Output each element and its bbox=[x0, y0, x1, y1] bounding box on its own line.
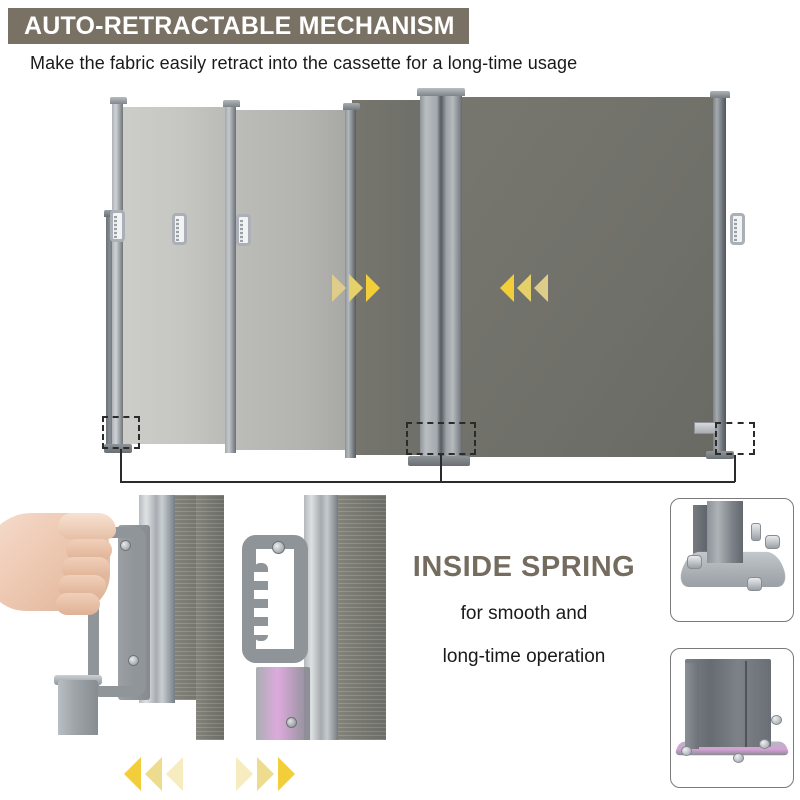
chevron-right-icon bbox=[332, 274, 346, 302]
page-title: AUTO-RETRACTABLE MECHANISM bbox=[24, 12, 455, 40]
grip-notches bbox=[254, 563, 268, 641]
inside-spring-text-block: INSIDE SPRING for smooth and long-time o… bbox=[396, 553, 652, 668]
screw-icon bbox=[128, 655, 139, 666]
pull-handle-icon bbox=[236, 214, 251, 246]
finger bbox=[58, 575, 106, 597]
post-first bbox=[112, 102, 123, 448]
post-second-cap bbox=[223, 100, 240, 107]
pull-handle-icon bbox=[730, 213, 745, 245]
chevron-left-icon bbox=[124, 757, 141, 791]
detail-base-plate bbox=[670, 498, 794, 622]
callout-connector-horizontal bbox=[120, 481, 735, 483]
callout-connector-right bbox=[734, 455, 736, 482]
bottom-details-section: INSIDE SPRING for smooth and long-time o… bbox=[0, 495, 800, 800]
pull-handle-icon bbox=[110, 210, 125, 242]
right-end-post-cap bbox=[710, 91, 730, 98]
bolt-icon bbox=[747, 577, 762, 591]
chevron-right-icon bbox=[236, 757, 253, 791]
bolt-icon bbox=[771, 715, 782, 725]
centre-double-cassette-post bbox=[420, 94, 462, 460]
fabric-texture-strip bbox=[336, 495, 386, 740]
post-third-cap bbox=[343, 103, 360, 110]
bolt-icon bbox=[759, 739, 770, 749]
bolt-icon bbox=[681, 746, 692, 756]
bolt-icon bbox=[751, 523, 761, 541]
screw-icon bbox=[120, 540, 131, 551]
post bbox=[707, 501, 743, 563]
pull-handle-icon bbox=[172, 213, 187, 245]
finger bbox=[66, 539, 112, 561]
detail-hand-pulling-handle bbox=[0, 495, 215, 735]
post-second bbox=[225, 105, 236, 453]
finger bbox=[62, 557, 110, 579]
fabric-panel-light bbox=[119, 107, 232, 444]
inside-spring-title: INSIDE SPRING bbox=[412, 551, 636, 583]
main-product-image bbox=[0, 88, 800, 488]
bolt-icon bbox=[765, 535, 780, 549]
chevron-right-icon bbox=[257, 757, 274, 791]
chevron-right-icon bbox=[349, 274, 363, 302]
arrow-group-extend-right bbox=[332, 274, 380, 302]
callout-connector-left bbox=[120, 449, 122, 482]
arrow-group-retract-left bbox=[124, 757, 183, 791]
header-banner: AUTO-RETRACTABLE MECHANISM bbox=[8, 8, 469, 44]
handle-mount-plate bbox=[256, 667, 310, 740]
centre-post-cap bbox=[417, 88, 465, 96]
callout-box-left-base bbox=[102, 416, 140, 449]
screw-icon bbox=[272, 541, 285, 554]
screw-icon bbox=[286, 717, 297, 728]
centre-post-foot bbox=[408, 456, 470, 466]
fabric-panel-dark bbox=[352, 100, 424, 455]
callout-connector-centre bbox=[440, 455, 442, 482]
post-first-cap bbox=[110, 97, 127, 104]
finger bbox=[56, 593, 100, 615]
fabric-texture-strip bbox=[196, 495, 224, 740]
arrow-group-extend-right bbox=[236, 757, 295, 791]
detail-cassette-base bbox=[670, 648, 794, 788]
detail-handle-closeup bbox=[196, 495, 386, 740]
bolt-icon bbox=[687, 555, 702, 569]
chevron-right-icon bbox=[278, 757, 295, 791]
right-end-post bbox=[713, 96, 726, 453]
callout-box-centre-base bbox=[406, 422, 476, 455]
inside-spring-line-2: long-time operation bbox=[442, 646, 606, 667]
chevron-left-icon bbox=[534, 274, 548, 302]
post-inner bbox=[693, 505, 709, 561]
double-cassette-body bbox=[685, 659, 771, 747]
inside-spring-line-1: for smooth and bbox=[460, 603, 588, 624]
cassette-split-line bbox=[745, 661, 747, 747]
retracted-post bbox=[58, 680, 98, 735]
thumb bbox=[58, 513, 116, 539]
arrow-group-extend-left bbox=[500, 274, 548, 302]
chevron-left-icon bbox=[166, 757, 183, 791]
chevron-right-icon bbox=[366, 274, 380, 302]
chevron-left-icon bbox=[145, 757, 162, 791]
bolt-icon bbox=[733, 753, 744, 763]
cassette-side-column bbox=[685, 663, 699, 749]
handle-loop bbox=[242, 535, 308, 663]
wall-bracket bbox=[694, 422, 716, 434]
callout-box-right-base bbox=[715, 422, 755, 455]
header-subtitle: Make the fabric easily retract into the … bbox=[30, 53, 578, 73]
chevron-left-icon bbox=[517, 274, 531, 302]
right-end-post-foot bbox=[706, 451, 734, 459]
chevron-left-icon bbox=[500, 274, 514, 302]
